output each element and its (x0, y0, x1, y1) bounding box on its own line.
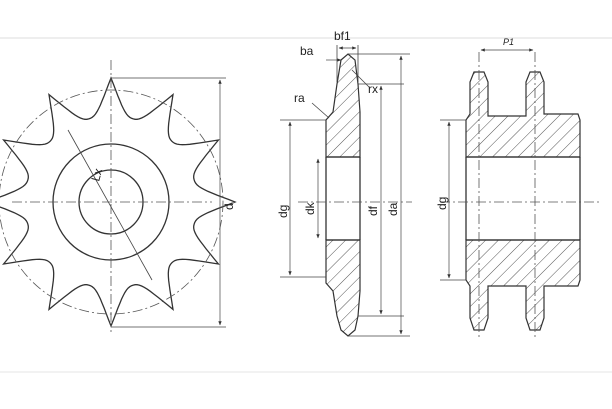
double-lower-section (465, 239, 581, 331)
sprocket-side-section: bf1 ba ra rx dg dk df da (276, 29, 412, 337)
da-label: da (386, 202, 400, 216)
double-sprocket-section: P1 dg (435, 37, 600, 340)
rx-leader (351, 69, 371, 89)
dg-label: dg (276, 205, 290, 218)
side-lower-section (325, 239, 361, 337)
rx-label: rx (368, 82, 378, 96)
df-label: df (366, 205, 380, 216)
lx-label: Lx (88, 167, 105, 183)
dk-label: dk (303, 201, 317, 215)
side-upper-section (325, 53, 361, 158)
double-upper-section (465, 71, 581, 158)
ra-label: ra (294, 91, 305, 105)
bf1-label: bf1 (334, 29, 351, 43)
ra-leader (311, 102, 330, 119)
lx-diagonal (67, 129, 153, 281)
dg-double-label: dg (435, 197, 449, 210)
ba-label: ba (300, 44, 314, 58)
p1-label: P1 (503, 37, 514, 47)
sprocket-front-view: Lx d (0, 60, 237, 332)
d-label: d (222, 203, 236, 210)
